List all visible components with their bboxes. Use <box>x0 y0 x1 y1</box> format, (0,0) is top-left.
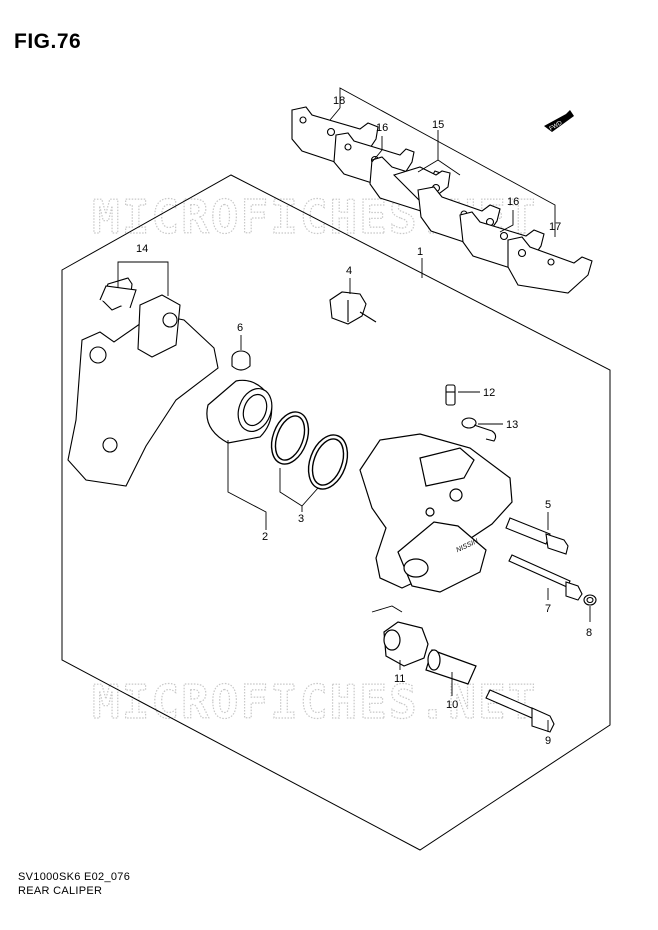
part-number-labels: 1 2 3 4 5 6 7 8 9 10 11 12 13 14 15 16 1… <box>136 95 592 747</box>
alignment-line <box>371 605 403 613</box>
part-label-5: 5 <box>545 499 551 511</box>
part-label-15: 15 <box>432 119 444 131</box>
part-label-13: 13 <box>506 419 518 431</box>
part-label-9: 9 <box>545 735 551 747</box>
forward-direction-badge: FWD <box>544 110 574 132</box>
piston-illustration <box>206 379 273 444</box>
sleeve-illustration <box>425 649 477 685</box>
part-label-10: 10 <box>446 699 458 711</box>
mounting-bolt-illustration <box>485 689 555 733</box>
pad-retainer-illustration <box>329 291 377 325</box>
part-label-12: 12 <box>483 387 495 399</box>
part-label-18: 18 <box>333 95 345 107</box>
caliper-body-illustration: NISSIN <box>359 433 513 593</box>
caliper-bracket-illustration <box>67 277 219 487</box>
part14-callout-line <box>117 261 169 296</box>
watermark-bottom: MICROFICHES.NET <box>92 675 537 729</box>
piston-callout-lines <box>227 440 319 530</box>
piston-seals-illustration <box>270 411 349 490</box>
part-label-7: 7 <box>545 603 551 615</box>
part-label-14: 14 <box>136 243 148 255</box>
part-label-2: 2 <box>262 531 268 543</box>
bleed-cap-illustration <box>231 350 251 371</box>
part-label-16a: 16 <box>376 122 388 134</box>
rubber-boot-illustration <box>383 621 429 667</box>
figure-name: REAR CALIPER <box>18 885 103 897</box>
caliper-bolt-illustration <box>505 517 569 555</box>
banjo-washer-illustration <box>461 417 497 442</box>
part-label-3: 3 <box>298 513 304 525</box>
part-label-6: 6 <box>237 322 243 334</box>
part-label-17: 17 <box>549 221 561 233</box>
pin-plug-illustration <box>583 594 597 606</box>
figure-title: FIG.76 <box>14 30 82 53</box>
part-label-16b: 16 <box>507 196 519 208</box>
bleeder-valve-illustration <box>445 384 456 406</box>
brake-pads-illustration <box>291 106 593 294</box>
part-label-1: 1 <box>417 246 423 258</box>
part-label-11: 11 <box>394 673 405 685</box>
slide-pin-illustration <box>508 554 583 601</box>
pads-callout-lines <box>329 87 556 237</box>
assembly-outline <box>61 174 611 851</box>
part-label-8: 8 <box>586 627 592 639</box>
figure-code: SV1000SK6 E02_076 <box>18 871 131 883</box>
part-label-4: 4 <box>346 265 352 277</box>
